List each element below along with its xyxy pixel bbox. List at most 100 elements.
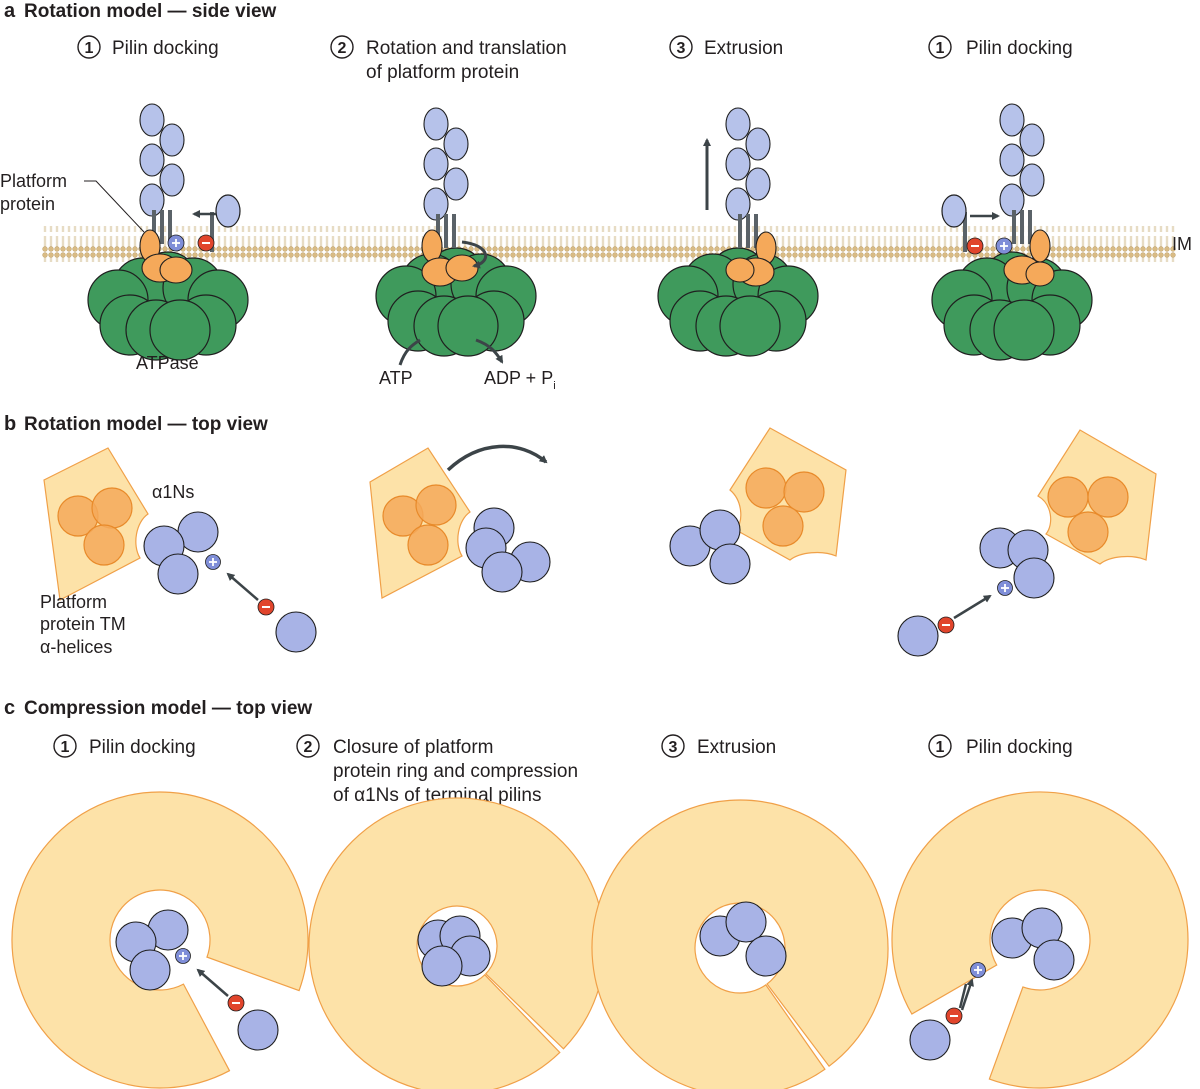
alpha1n-helix xyxy=(897,615,939,657)
docking-b4 xyxy=(937,580,1013,634)
step-label-line2: protein ring and compression xyxy=(333,761,578,782)
pilus-filament-4 xyxy=(999,103,1045,244)
pilin-subunit xyxy=(159,123,185,157)
platform-leader-line xyxy=(84,180,145,233)
step-label-line1: Closure of platform xyxy=(333,737,494,758)
pilin-subunit xyxy=(725,107,751,141)
platform-ring xyxy=(891,791,1189,1089)
panel-c-title: Compression model — top view xyxy=(24,698,312,719)
inner-membrane xyxy=(42,226,1176,262)
incoming-pilin-a4 xyxy=(941,194,1013,255)
step-label: Pilin docking xyxy=(89,737,196,758)
step-label: Pilin docking xyxy=(966,38,1073,59)
atp-arrow xyxy=(398,338,421,366)
atpase-subunit xyxy=(719,295,781,357)
docking-b1 xyxy=(205,554,275,616)
panel-a: a Rotation model — side view 1 Pilin doc… xyxy=(0,0,1192,392)
panel-c-letter: c xyxy=(4,697,15,719)
panel-b: b Rotation model — top view α1Ns xyxy=(4,413,1157,657)
platform-subunit xyxy=(421,229,443,263)
alpha1n-helices xyxy=(143,507,1055,657)
pilus-filament-2 xyxy=(423,107,469,248)
atpase-subunit xyxy=(993,299,1055,361)
pilus-filament-3 xyxy=(725,107,771,248)
platform-label-line2: protein xyxy=(0,194,55,214)
tm-label-line3: α-helices xyxy=(40,637,112,657)
step-number: 1 xyxy=(85,40,94,57)
pilin-subunit xyxy=(745,167,771,201)
alpha1n-helix xyxy=(1033,939,1075,981)
pilin-subunit xyxy=(745,127,771,161)
pilin-subunit xyxy=(1019,123,1045,157)
platform-subunit xyxy=(1029,229,1051,263)
alpha1n-helix xyxy=(275,611,317,653)
atp-label: ATP xyxy=(379,368,413,388)
panel-c-step-4-header: 1 Pilin docking xyxy=(928,734,1073,758)
step-number: 3 xyxy=(669,739,678,756)
alpha1n-label: α1Ns xyxy=(152,482,194,502)
alpha1n-helix xyxy=(725,901,767,943)
membrane-label: IM xyxy=(1172,234,1192,254)
step-number: 3 xyxy=(677,40,686,57)
pilin-subunit xyxy=(139,103,165,137)
panel-a-step-1-header: 1 Pilin docking xyxy=(77,35,219,59)
adp-arrow xyxy=(475,338,504,364)
panel-c: c Compression model — top view 1 Pilin d… xyxy=(4,697,1189,1089)
atpase-subunit xyxy=(437,295,499,357)
pilin-subunit xyxy=(159,163,185,197)
pilin-subunit xyxy=(725,147,751,181)
platform-subunit xyxy=(445,254,479,282)
panel-a-letter: a xyxy=(4,0,16,22)
panel-b-letter: b xyxy=(4,413,16,435)
tm-helix xyxy=(783,471,825,513)
platform-subunit xyxy=(1025,261,1055,287)
alpha1n-helix xyxy=(481,551,523,593)
platform-ring xyxy=(308,797,606,1089)
tm-label-line1: Platform xyxy=(40,592,107,612)
pilin-subunit xyxy=(443,127,469,161)
atpase-label: ATPase xyxy=(136,353,199,373)
panel-c-step-3-header: 3 Extrusion xyxy=(661,734,776,758)
step-number: 2 xyxy=(338,40,347,57)
step-number: 1 xyxy=(61,739,70,756)
step-number: 1 xyxy=(936,739,945,756)
alpha1n-helix xyxy=(745,935,787,977)
incoming-pilin-a1 xyxy=(167,194,241,252)
tm-helix xyxy=(1087,476,1129,518)
pilin-subunit xyxy=(443,167,469,201)
panel-c-step-1-header: 1 Pilin docking xyxy=(53,734,196,758)
docking-c4 xyxy=(945,962,986,1025)
step-label: Extrusion xyxy=(697,737,776,758)
tm-helix xyxy=(745,467,787,509)
step-label-line1: Rotation and translation xyxy=(366,38,567,59)
step-label: Pilin docking xyxy=(112,38,219,59)
pilin-subunit xyxy=(1019,163,1045,197)
panel-b-title: Rotation model — top view xyxy=(24,414,268,435)
tm-helices xyxy=(57,467,1129,566)
platform-protein-1 xyxy=(139,229,193,284)
pilin-subunit xyxy=(423,107,449,141)
alpha1n-helix xyxy=(129,949,171,991)
tm-helix xyxy=(762,505,804,547)
platform-protein-4 xyxy=(1003,229,1055,287)
platform-subunit xyxy=(725,257,755,283)
step-label-line2: of platform protein xyxy=(366,62,519,83)
platform-rings xyxy=(11,791,1189,1089)
platform-label-line1: Platform xyxy=(0,171,67,191)
platform-ring xyxy=(11,791,309,1089)
tm-helix xyxy=(83,524,125,566)
platform-ring xyxy=(591,799,889,1089)
docking-c1 xyxy=(175,948,245,1012)
step-number: 2 xyxy=(304,739,313,756)
alpha1n-helix xyxy=(709,543,751,585)
tm-helix xyxy=(415,484,457,526)
pilin-subunit xyxy=(999,103,1025,137)
tm-helix xyxy=(91,487,133,529)
panel-a-title: Rotation model — side view xyxy=(24,1,277,22)
pilin-subunit xyxy=(423,147,449,181)
alpha1n-clusters xyxy=(115,901,1075,1061)
panel-a-step-4-header: 1 Pilin docking xyxy=(928,35,1073,59)
platform-protein-3 xyxy=(725,231,777,287)
step-label: Pilin docking xyxy=(966,737,1073,758)
